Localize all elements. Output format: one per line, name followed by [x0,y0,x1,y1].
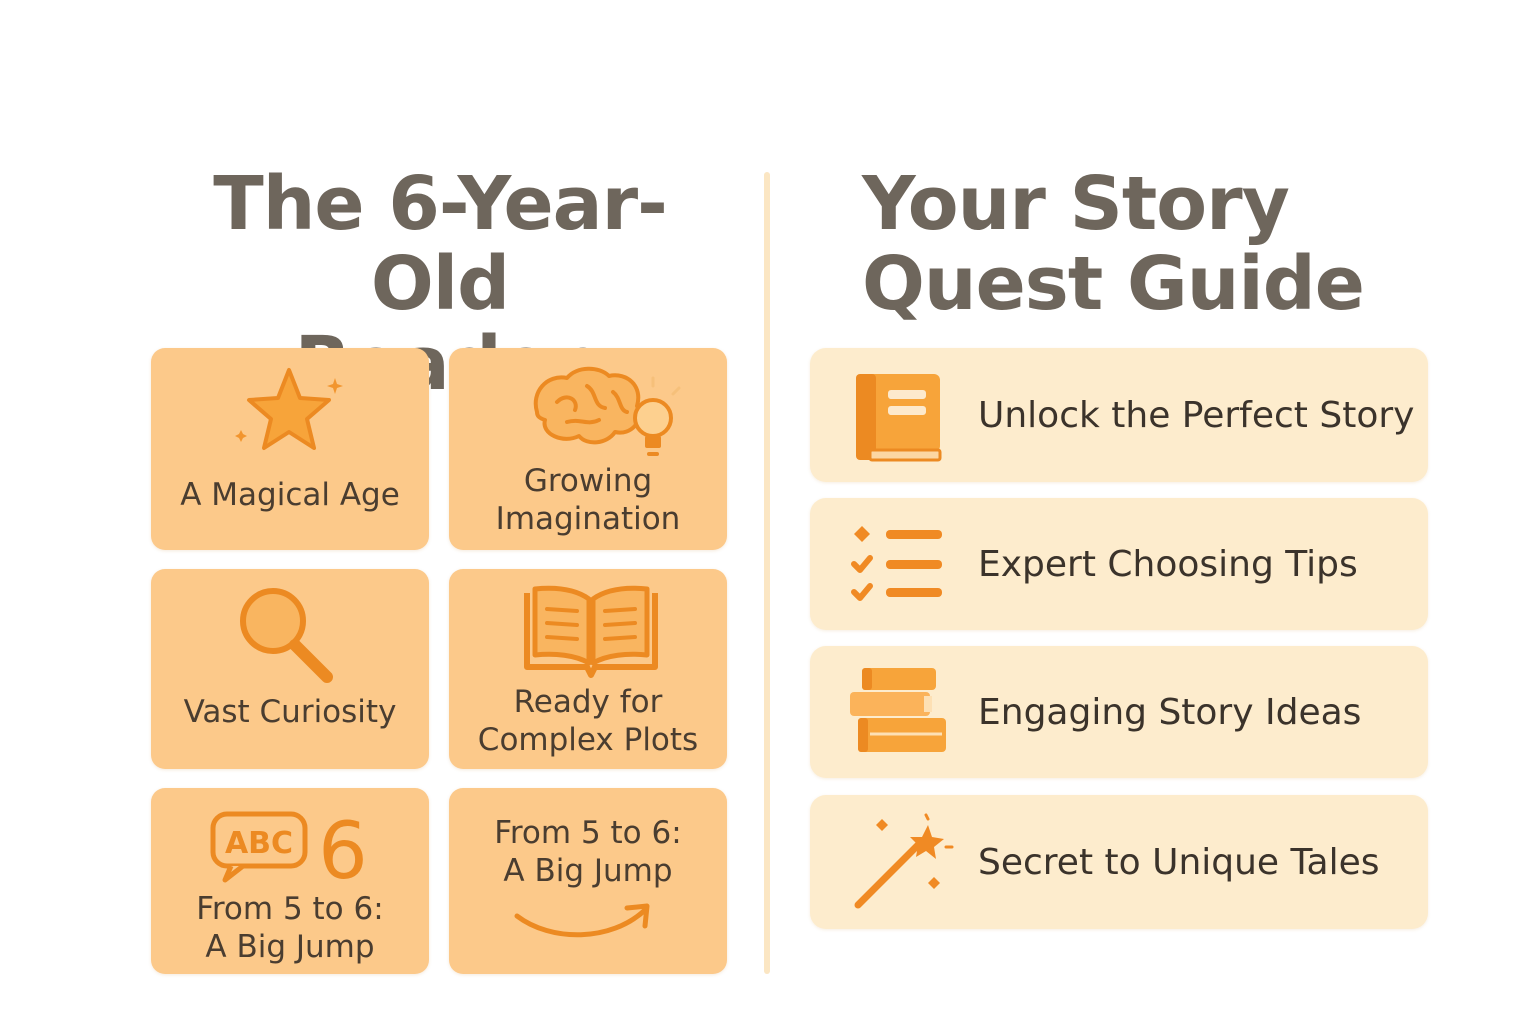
right-panel-title: Your Story Quest Guide [862,164,1422,324]
curved-arrow-icon [514,903,650,938]
right-title-line2: Quest Guide [862,241,1365,327]
tile-label: Ready for Complex Plots [477,684,699,758]
tile-label: From 5 to 6: A Big Jump [196,891,384,965]
magic-wand-icon [854,813,954,909]
tile-growing-imagination[interactable]: Growing Imagination [449,348,727,550]
panel-divider [764,172,770,974]
tile-label: Growing Imagination [495,463,681,537]
abc-six-icon: ABC 6 [210,807,368,886]
tile-magical-age[interactable]: A Magical Age [151,348,429,550]
tile-five-to-six-abc[interactable]: ABC 6 From 5 to 6: A Big Jump [151,788,429,974]
tile-ready-complex-plots[interactable]: Ready for Complex Plots [449,569,727,769]
left-title-line1: The 6-Year-Old [213,161,668,327]
card-label: Unlock the Perfect Story [978,394,1415,436]
card-secret-unique-tales[interactable]: Secret to Unique Tales [810,795,1428,929]
star-icon [235,368,343,450]
tile-five-to-six-arrow[interactable]: From 5 to 6: A Big Jump [449,788,727,974]
card-label: Engaging Story Ideas [978,691,1362,733]
brain-lightbulb-icon [533,366,681,456]
card-engaging-story-ideas[interactable]: Engaging Story Ideas [810,646,1428,778]
card-unlock-perfect-story[interactable]: Unlock the Perfect Story [810,348,1428,482]
magnifying-glass-icon [240,588,333,683]
card-label: Expert Choosing Tips [978,543,1358,585]
card-expert-choosing-tips[interactable]: Expert Choosing Tips [810,498,1428,630]
card-label: Secret to Unique Tales [978,841,1380,883]
tile-label: Vast Curiosity [183,694,397,730]
right-title-line1: Your Story [862,161,1290,247]
tile-label: From 5 to 6: A Big Jump [494,815,682,889]
svg-text:ABC: ABC [225,826,293,861]
open-book-icon [524,585,658,678]
tile-vast-curiosity[interactable]: Vast Curiosity [151,569,429,769]
checklist-icon [851,526,942,601]
book-icon [856,374,942,462]
svg-text:6: 6 [318,807,368,886]
book-stack-icon [850,668,946,752]
tile-label: A Magical Age [180,477,400,513]
